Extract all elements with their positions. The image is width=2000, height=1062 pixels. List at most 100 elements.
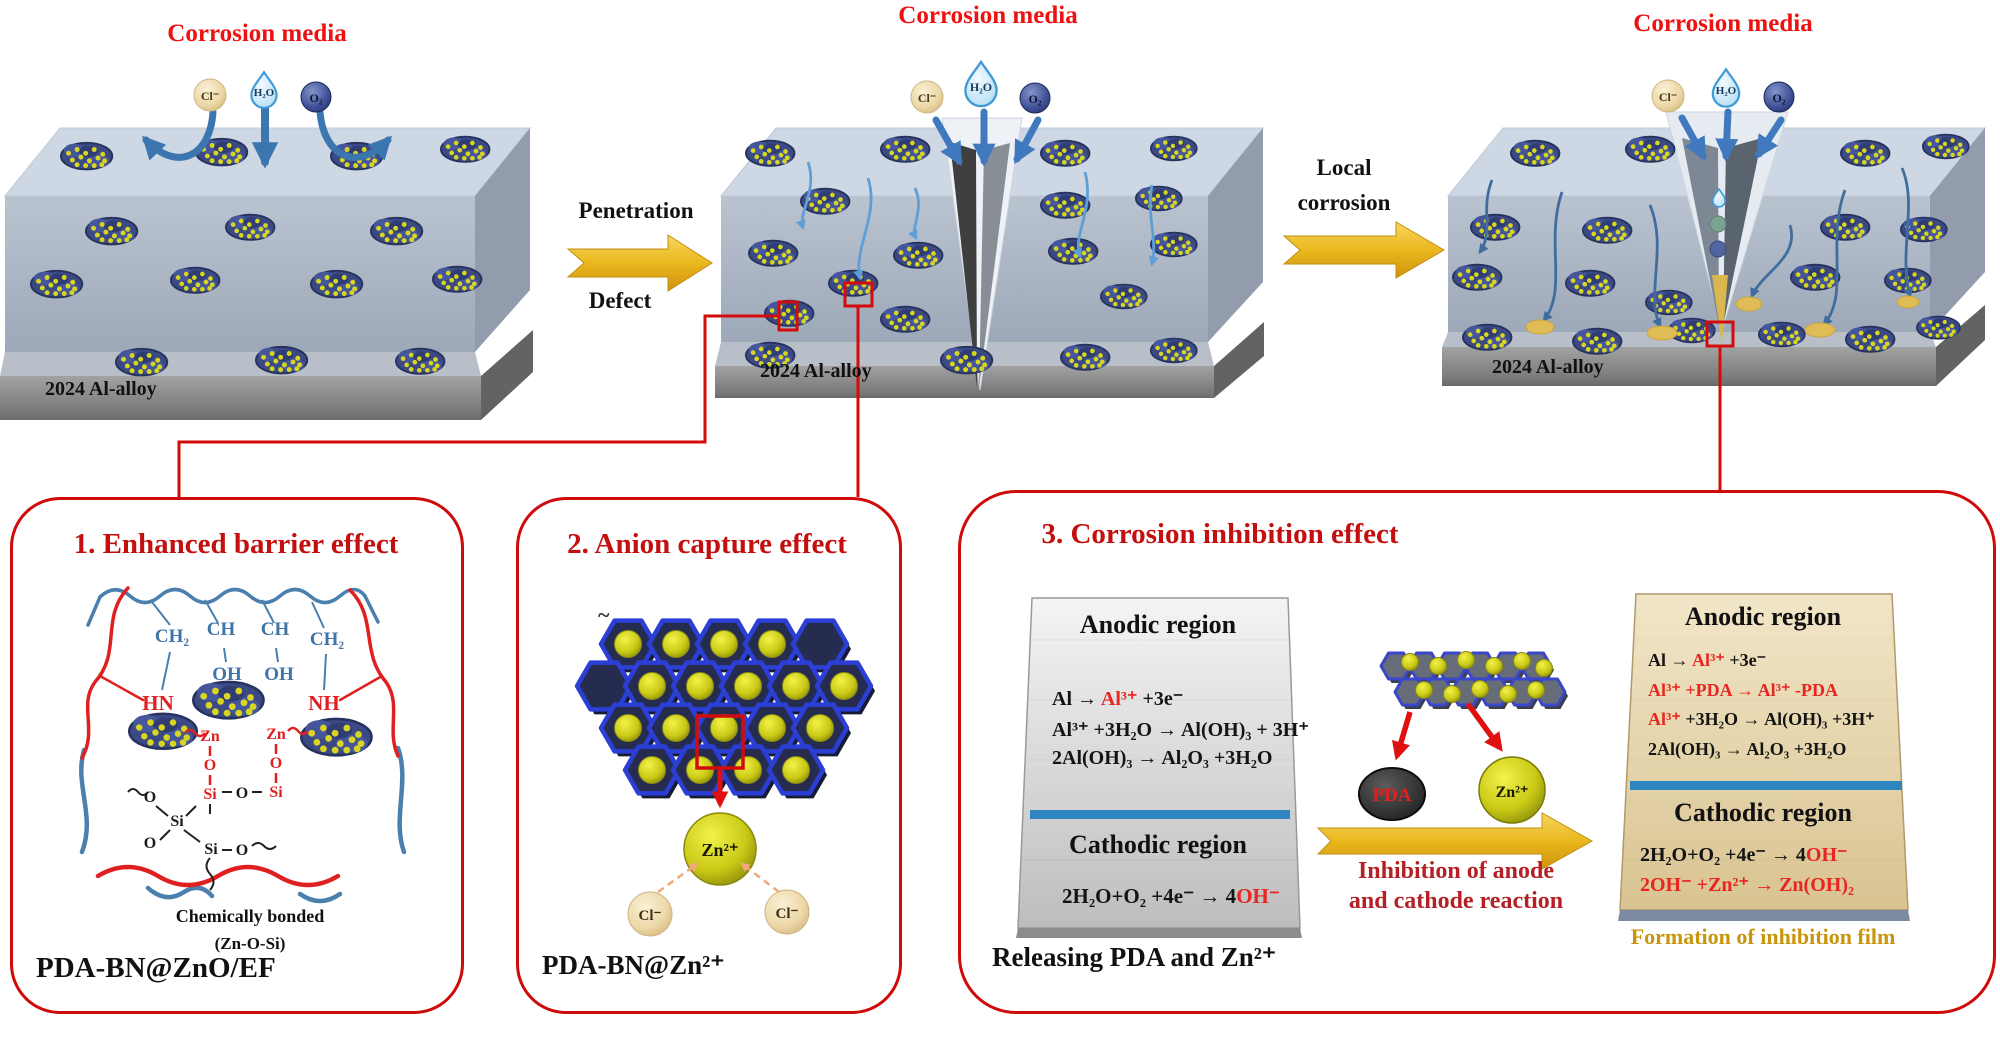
defect-highlight-rect xyxy=(843,281,874,308)
cathodic-heading-left: Cathodic region xyxy=(1069,830,1247,859)
anodic-heading-right: Anodic region xyxy=(1684,602,1842,631)
substrate-label-2: 2024 Al-alloy xyxy=(760,360,872,382)
oxygen-ion-icon xyxy=(1709,240,1727,258)
svg-text:O₂: O₂ xyxy=(310,91,323,105)
svg-text:O: O xyxy=(236,842,248,859)
svg-text:Si: Si xyxy=(269,784,283,801)
svg-text:NH: NH xyxy=(308,691,340,715)
bn-mini-sheet xyxy=(1379,651,1568,709)
corrosion-product-streak xyxy=(1712,275,1728,344)
reaction-line: 2OH⁻ +Zn²⁺ → Zn(OH)₂ xyxy=(1640,874,1854,896)
svg-text:Cl⁻: Cl⁻ xyxy=(201,89,219,103)
coated-block-intact xyxy=(0,127,533,420)
reaction-line: Al → Al³⁺ +3e⁻ xyxy=(1052,688,1184,710)
svg-text:H₂O: H₂O xyxy=(970,80,992,94)
local-corrosion-arrow xyxy=(1282,221,1445,279)
zinc-ion-sphere xyxy=(1478,756,1546,824)
svg-text:Zn: Zn xyxy=(266,726,286,743)
reaction-line: Al → Al³⁺ +3e⁻ xyxy=(1648,650,1767,670)
svg-text:Si: Si xyxy=(204,841,218,858)
chemically-bonded-caption: Chemically bonded xyxy=(175,906,325,926)
corrosion-media-title-3: Corrosion media xyxy=(1633,10,1813,37)
ion-chips-3: Cl⁻ H₂O O₂ xyxy=(1651,68,1795,113)
anode-cathode-divider xyxy=(1630,781,1902,790)
box1-title: 1. Enhanced barrier effect xyxy=(73,528,399,560)
corrosion-label: corrosion xyxy=(1297,190,1391,215)
svg-text:CH: CH xyxy=(207,619,236,640)
svg-text:Zn²⁺: Zn²⁺ xyxy=(1496,784,1529,801)
svg-text:CH₂: CH₂ xyxy=(310,629,345,650)
box1-product-label: PDA-BN@ZnO/EF xyxy=(36,952,276,984)
substrate-label-1: 2024 Al-alloy xyxy=(45,378,157,400)
penetration-label: Penetration xyxy=(578,198,694,223)
svg-text:Cl⁻: Cl⁻ xyxy=(1659,90,1677,104)
svg-text:H₂O: H₂O xyxy=(254,87,275,99)
defect-highlight-rect xyxy=(777,300,799,332)
zoom-highlight-rect xyxy=(695,714,745,770)
svg-text:Cl⁻: Cl⁻ xyxy=(776,906,799,922)
box2-product-label: PDA-BN@Zn²⁺ xyxy=(542,950,725,980)
reaction-line: Al³⁺ +3H₂O → Al(OH)₃ + 3H⁺ xyxy=(1052,719,1309,741)
svg-text:O: O xyxy=(204,757,216,774)
oxygen-ion-icon xyxy=(1019,82,1051,114)
defect-highlight-rect xyxy=(1705,320,1735,348)
chloride-ion-icon xyxy=(193,78,227,112)
ion-chips-1: Cl⁻ H₂O O₂ xyxy=(193,71,332,113)
bn-honeycomb xyxy=(574,618,875,799)
svg-text:H₂O: H₂O xyxy=(1716,85,1737,97)
chloride-ion-icon xyxy=(1651,79,1685,113)
penetration-paths-2 xyxy=(795,161,1159,281)
anodic-cathodic-panel-right xyxy=(1618,593,1910,921)
barrier-structure: CH₂ CH CH CH₂ OH OH HN NH Zn Zn O O Si S… xyxy=(79,586,407,904)
corrosion-media-title-2: Corrosion media xyxy=(898,2,1078,29)
svg-text:PDA: PDA xyxy=(1372,785,1411,806)
ion-chips-2: Cl⁻ H₂O O₂ xyxy=(910,60,1051,114)
svg-text:OH: OH xyxy=(264,664,294,685)
corrosion-media-title-1: Corrosion media xyxy=(167,20,347,47)
callout-connectors xyxy=(177,281,1735,497)
svg-text:Zn: Zn xyxy=(200,728,220,745)
svg-text:CH₂: CH₂ xyxy=(155,626,190,647)
penetration-arrow xyxy=(566,234,713,292)
anode-cathode-divider xyxy=(1030,810,1290,819)
svg-text:Si: Si xyxy=(170,813,184,830)
release-arrows xyxy=(1392,702,1503,761)
anodic-heading-left: Anodic region xyxy=(1079,610,1237,639)
crack-channel-ions xyxy=(1709,188,1727,258)
svg-text:Si: Si xyxy=(203,786,217,803)
chloride-ion-icon xyxy=(910,80,944,114)
box3-title: 3. Corrosion inhibition effect xyxy=(1041,518,1399,550)
reaction-line: 2H₂O+O₂ +4e⁻ → 4OH⁻ xyxy=(1062,884,1280,908)
corrosion-media-arrows-1 xyxy=(142,96,392,169)
svg-text:HN: HN xyxy=(142,691,174,715)
reaction-line: 2Al(OH)₃ → Al₂O₃ +3H₂O xyxy=(1648,739,1847,759)
inhibition-film-caption: Formation of inhibition film xyxy=(1630,924,1896,949)
reaction-line: Al³⁺ +PDA → Al³⁺ -PDA xyxy=(1648,680,1839,700)
defect-label: Defect xyxy=(588,288,652,313)
chloride-capture: Cl⁻ Cl⁻ xyxy=(627,862,810,937)
tilde-mark: ~ xyxy=(598,602,610,627)
svg-text:Cl⁻: Cl⁻ xyxy=(639,908,662,924)
substrate-label-3: 2024 Al-alloy xyxy=(1492,356,1604,378)
box3-product-label: Releasing PDA and Zn²⁺ xyxy=(992,942,1277,972)
svg-text:O: O xyxy=(144,835,156,852)
svg-text:O: O xyxy=(236,785,248,802)
chloride-ion-icon xyxy=(1709,215,1727,233)
corrosion-deposits xyxy=(1525,295,1920,341)
box2-title: 2. Anion capture effect xyxy=(567,528,847,560)
local-label: Local xyxy=(1316,155,1372,180)
pda-molecule xyxy=(1358,767,1426,821)
reaction-line: 2Al(OH)₃ → Al₂O₃ +3H₂O xyxy=(1052,747,1273,769)
svg-text:O: O xyxy=(144,789,156,806)
svg-text:O: O xyxy=(270,755,282,772)
svg-text:O₂: O₂ xyxy=(1773,91,1786,105)
penetration-paths-3 xyxy=(1478,167,1913,329)
svg-text:O₂: O₂ xyxy=(1029,92,1042,106)
cathodic-heading-right: Cathodic region xyxy=(1674,798,1852,827)
svg-text:CH: CH xyxy=(261,619,290,640)
svg-text:OH: OH xyxy=(212,664,242,685)
corrosion-media-arrows-2 xyxy=(932,108,1042,167)
inhibition-caption-2: and cathode reaction xyxy=(1348,888,1564,914)
